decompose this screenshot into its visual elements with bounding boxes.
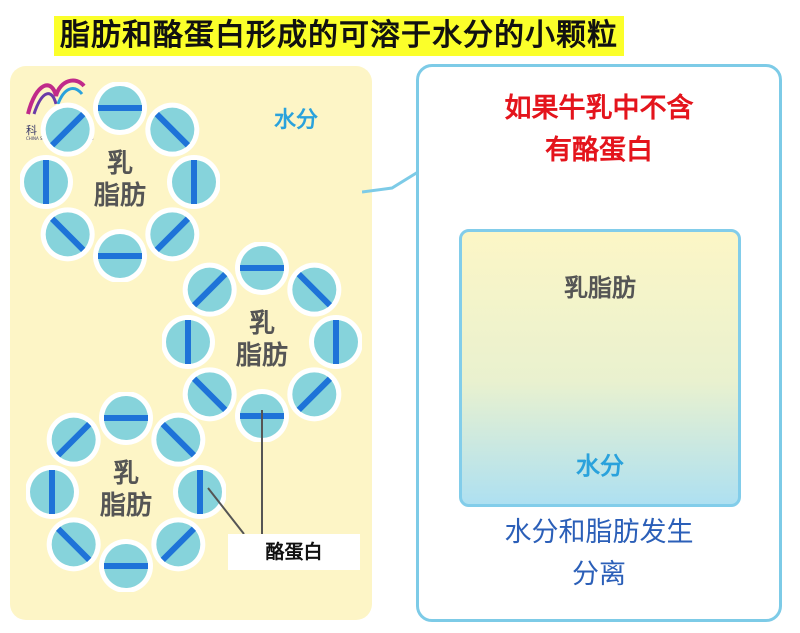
casein-bead <box>151 517 206 572</box>
fat-globule-1: 乳 脂肪 <box>20 82 220 282</box>
casein-bead <box>40 207 95 262</box>
casein-bead <box>287 367 342 422</box>
casein-bead <box>173 465 226 519</box>
fat-globule-label: 乳 脂肪 <box>235 309 288 371</box>
water-layer-label: 水分 <box>576 452 624 480</box>
separation-result: 水分和脂肪发生 分离 <box>504 517 694 590</box>
separated-milk-container: 乳脂肪 水分 <box>459 229 741 507</box>
casein-bead <box>93 82 147 135</box>
casein-bead <box>182 262 237 317</box>
casein-bead <box>46 517 101 572</box>
casein-bead <box>40 102 95 157</box>
diagram-title: 脂肪和酪蛋白形成的可溶于水分的小颗粒 <box>54 16 624 56</box>
casein-bead <box>20 155 73 209</box>
casein-bead <box>99 539 153 592</box>
casein-bead <box>99 392 153 445</box>
fat-globule-label: 乳 脂肪 <box>93 149 146 211</box>
casein-bead-ring <box>20 82 220 282</box>
casein-bead <box>26 465 79 519</box>
casein-bead <box>93 229 147 282</box>
casein-bead <box>287 262 342 317</box>
casein-bead <box>167 155 220 209</box>
casein-bead <box>235 242 289 295</box>
casein-bead <box>309 315 362 369</box>
casein-label: 酪蛋白 <box>228 534 360 570</box>
no-casein-heading: 如果牛乳中不含 有酪蛋白 <box>504 93 694 166</box>
casein-bead <box>46 412 101 467</box>
casein-bead <box>145 102 200 157</box>
casein-bead <box>145 207 200 262</box>
water-label-left: 水分 <box>274 108 319 133</box>
casein-bead <box>162 315 215 369</box>
logo-wave-icon <box>26 78 86 115</box>
milk-fat-layer-label: 乳脂肪 <box>564 274 636 302</box>
fat-globule-label: 乳 脂肪 <box>99 459 152 521</box>
fat-globule-3: 乳 脂肪 <box>26 392 226 592</box>
callout-pointer <box>362 170 419 194</box>
casein-bead <box>182 367 237 422</box>
casein-bead <box>151 412 206 467</box>
casein-bead-ring <box>26 392 226 592</box>
